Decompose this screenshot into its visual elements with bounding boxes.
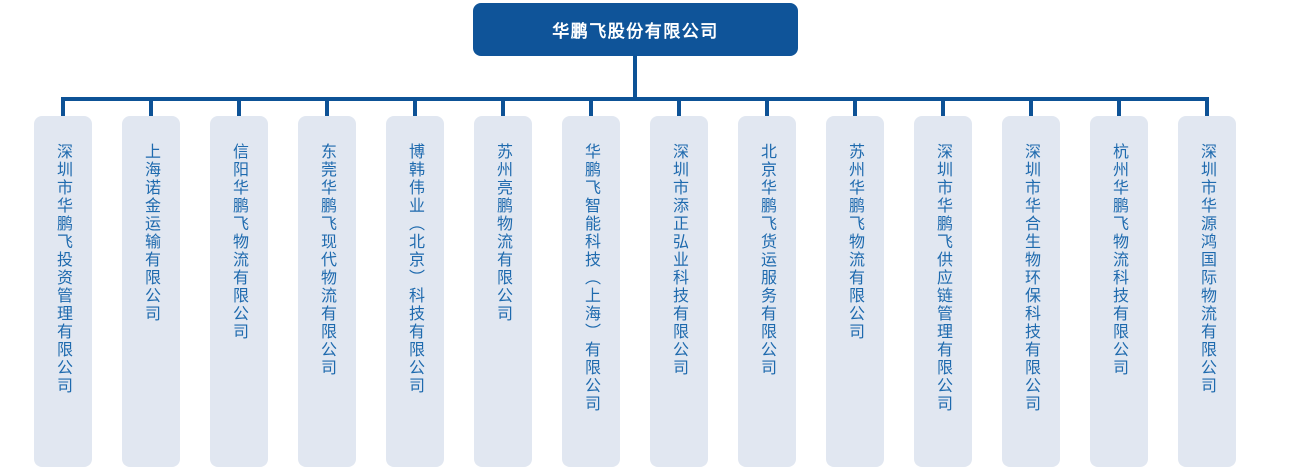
org-child-node: 苏州亮鹏物流有限公司 [474, 97, 532, 467]
org-child-label: 深圳市添正弘业科技有限公司 [670, 143, 689, 377]
org-child-label: 北京华鹏飞货运服务有限公司 [758, 143, 777, 377]
org-child-label: 信阳华鹏飞物流有限公司 [230, 143, 249, 341]
org-child-node: 北京华鹏飞货运服务有限公司 [738, 97, 796, 467]
org-root-node: 华鹏飞股份有限公司 [473, 3, 798, 56]
org-child-node: 深圳市添正弘业科技有限公司 [650, 97, 708, 467]
org-child-label: 上海诺金运输有限公司 [142, 143, 161, 323]
org-children-row: 深圳市华鹏飞投资管理有限公司 上海诺金运输有限公司 信阳华鹏飞物流有限公司 东莞… [0, 97, 1236, 467]
connector-horizontal-line [61, 97, 1209, 101]
org-child-label: 华鹏飞智能科技（上海）有限公司 [582, 143, 601, 413]
connector-stem [633, 56, 637, 101]
org-child-node: 上海诺金运输有限公司 [122, 97, 180, 467]
org-child-node: 苏州华鹏飞物流有限公司 [826, 97, 884, 467]
org-child-label: 杭州华鹏飞物流科技有限公司 [1110, 143, 1129, 377]
org-child-label: 深圳市华鹏飞投资管理有限公司 [54, 143, 73, 395]
org-child-label: 深圳市华源鸿国际物流有限公司 [1198, 143, 1217, 395]
org-child-node: 东莞华鹏飞现代物流有限公司 [298, 97, 356, 467]
org-child-node: 深圳市华鹏飞供应链管理有限公司 [914, 97, 972, 467]
org-child-node: 华鹏飞智能科技（上海）有限公司 [562, 97, 620, 467]
org-child-node: 杭州华鹏飞物流科技有限公司 [1090, 97, 1148, 467]
org-child-label: 苏州华鹏飞物流有限公司 [846, 143, 865, 341]
org-child-node: 博韩伟业（北京）科技有限公司 [386, 97, 444, 467]
org-child-label: 东莞华鹏飞现代物流有限公司 [318, 143, 337, 377]
org-child-label: 深圳市华鹏飞供应链管理有限公司 [934, 143, 953, 413]
org-root-label: 华鹏飞股份有限公司 [552, 22, 719, 42]
org-child-node: 深圳市华鹏飞投资管理有限公司 [34, 97, 92, 467]
org-child-label: 深圳市华合生物环保科技有限公司 [1022, 143, 1041, 413]
org-child-label: 苏州亮鹏物流有限公司 [494, 143, 513, 323]
org-child-node: 深圳市华源鸿国际物流有限公司 [1178, 97, 1236, 467]
org-child-node: 深圳市华合生物环保科技有限公司 [1002, 97, 1060, 467]
org-child-label: 博韩伟业（北京）科技有限公司 [406, 143, 425, 395]
org-child-node: 信阳华鹏飞物流有限公司 [210, 97, 268, 467]
